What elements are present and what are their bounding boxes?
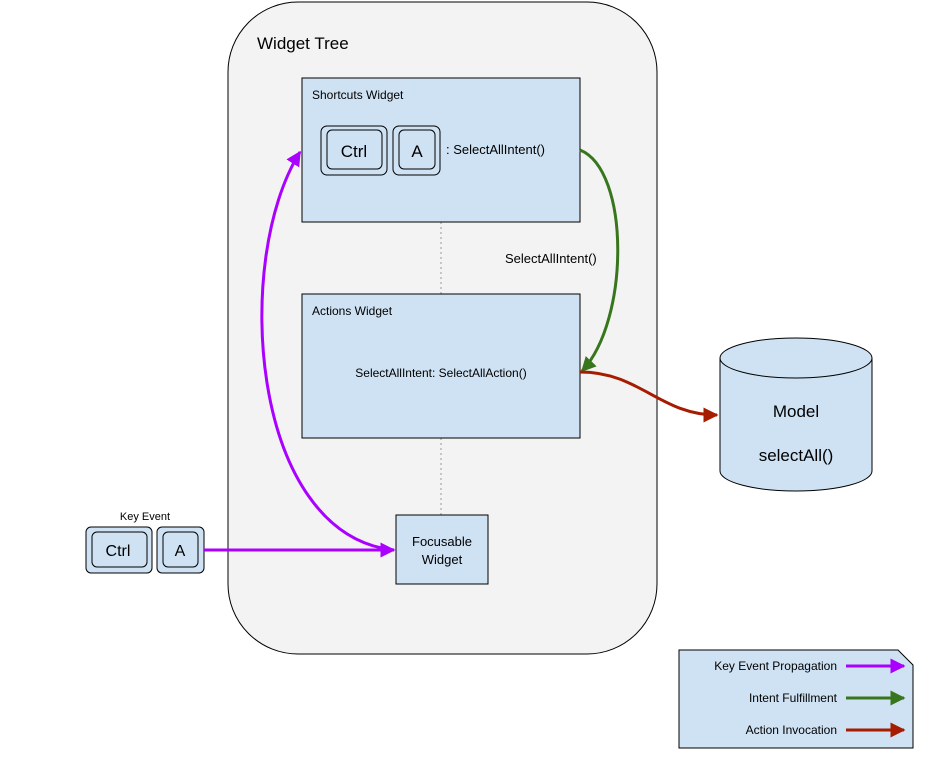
shortcut-key-ctrl: Ctrl <box>320 125 388 176</box>
legend-item-propagation-label: Key Event Propagation <box>714 659 837 673</box>
actions-mapping-text: SelectAllIntent: SelectAllAction() <box>355 366 526 380</box>
key-event-key-a: A <box>156 526 205 574</box>
legend-item-fulfillment-label: Intent Fulfillment <box>749 691 838 705</box>
key-event-label: Key Event <box>120 511 170 523</box>
key-event-key-ctrl: Ctrl <box>85 526 153 574</box>
focusable-widget-line2: Widget <box>422 552 463 567</box>
model-cylinder <box>719 337 873 492</box>
key-event-key-ctrl-label: Ctrl <box>106 543 131 560</box>
key-event-key-a-label: A <box>175 543 186 560</box>
intent-fulfillment-label: SelectAllIntent() <box>505 251 597 266</box>
model-method: selectAll() <box>759 446 834 465</box>
legend-item-invocation-label: Action Invocation <box>746 723 837 737</box>
shortcut-key-a: A <box>392 125 441 176</box>
shortcut-key-a-label: A <box>411 142 423 161</box>
focusable-widget-box <box>395 514 489 585</box>
actions-widget-box <box>301 293 581 439</box>
shortcuts-mapping-text: : SelectAllIntent() <box>446 142 545 157</box>
legend-box <box>678 649 914 749</box>
shortcuts-widget-title: Shortcuts Widget <box>312 88 404 102</box>
focusable-widget-line1: Focusable <box>412 534 472 549</box>
actions-widget-title: Actions Widget <box>312 304 393 318</box>
widget-tree-title: Widget Tree <box>257 34 349 53</box>
model-title: Model <box>773 402 819 421</box>
intent-fulfillment-arrow <box>579 148 620 373</box>
key-event-propagation-arrow <box>260 150 395 552</box>
legend: Key Event Propagation Intent Fulfillment… <box>678 649 914 749</box>
action-invocation-arrow <box>579 370 719 423</box>
shortcut-key-ctrl-label: Ctrl <box>341 142 367 161</box>
